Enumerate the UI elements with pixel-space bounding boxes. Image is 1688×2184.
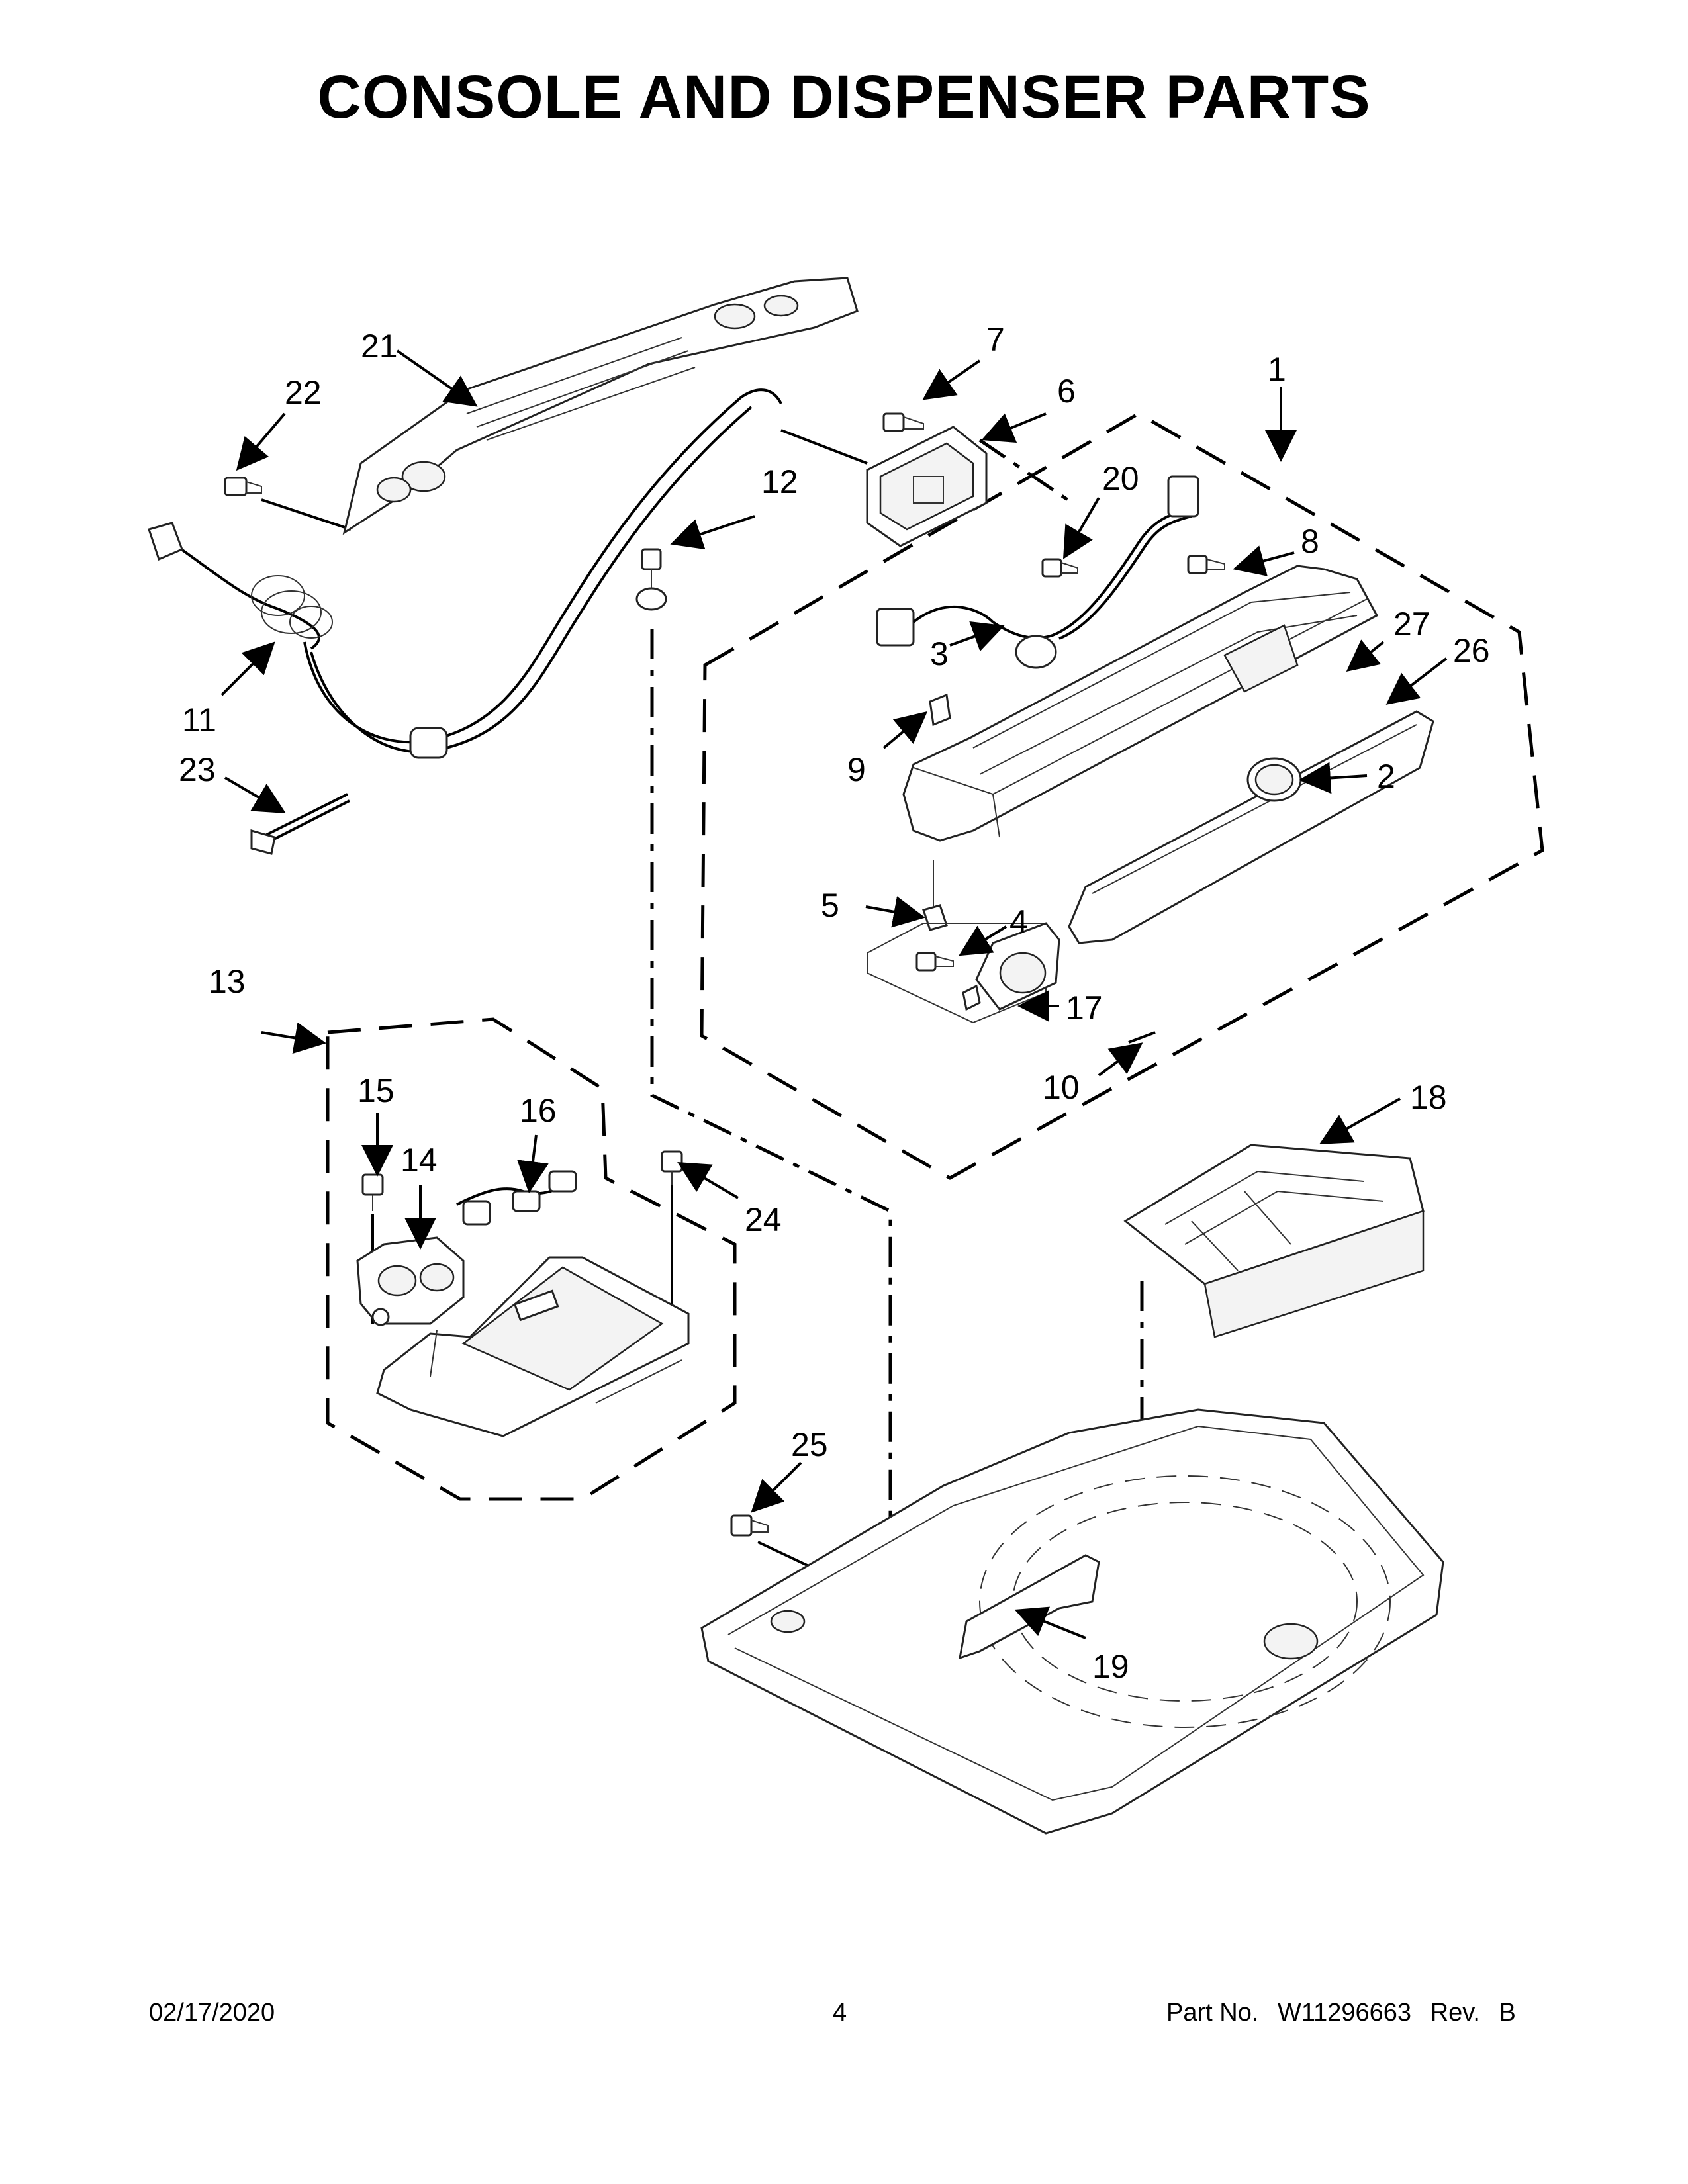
callout-3: 3 — [930, 635, 949, 672]
callout-20: 20 — [1102, 460, 1139, 497]
part-4-screw — [915, 952, 954, 972]
callout-23: 23 — [179, 751, 216, 788]
guide-line-6 — [978, 438, 1074, 505]
callout-labels: 1 2 3 4 5 6 7 8 9 10 11 12 13 14 15 16 1… — [179, 321, 1490, 1685]
callout-6: 6 — [1057, 373, 1076, 410]
callout-14: 14 — [400, 1142, 438, 1179]
footer-page-number: 4 — [833, 1999, 847, 2026]
callout-7: 7 — [986, 321, 1005, 358]
washer-top-frame — [700, 1408, 1444, 1835]
callout-1: 1 — [1268, 351, 1286, 388]
guide-line-21 — [780, 429, 868, 465]
part-21-rear-panel — [342, 277, 859, 535]
callout-21: 21 — [361, 328, 398, 365]
part-17-speaker — [962, 922, 1060, 1011]
callout-22: 22 — [285, 374, 322, 411]
part-label: Part No. — [1166, 1999, 1259, 2026]
page-title: CONSOLE AND DISPENSER PARTS — [317, 64, 1371, 131]
part-2-knob — [1246, 757, 1302, 802]
footer-date: 02/17/2020 — [149, 1999, 275, 2026]
callout-15: 15 — [357, 1072, 395, 1109]
callout-2: 2 — [1377, 758, 1395, 795]
part-25-screw — [730, 1514, 769, 1537]
part-16-harness — [456, 1170, 577, 1226]
guide-line-25 — [757, 1541, 815, 1570]
part-23-cable-tie — [250, 793, 350, 855]
callout-26: 26 — [1453, 632, 1490, 669]
leader-arrows — [220, 349, 1448, 1639]
valve-bracket — [376, 1256, 690, 1437]
valve-assembly-boundary — [326, 1017, 737, 1501]
console-assembly-boundary — [700, 412, 1544, 1180]
part-11-wire-harness — [148, 388, 782, 759]
rev-label: Rev. — [1430, 1999, 1480, 2026]
callout-13: 13 — [209, 963, 246, 1000]
part-9-clip — [929, 693, 951, 727]
callout-16: 16 — [520, 1092, 557, 1129]
callout-8: 8 — [1301, 523, 1319, 560]
callout-25: 25 — [791, 1426, 828, 1463]
part-number: W11296663 — [1277, 1999, 1412, 2026]
part-10-strip — [1128, 1031, 1156, 1044]
part-7-screw — [882, 412, 924, 432]
part-8-screw — [1187, 555, 1225, 574]
part-3-harness — [876, 475, 1199, 669]
callout-11: 11 — [182, 702, 216, 739]
part-14-water-valve — [356, 1236, 465, 1326]
part-6-control-board — [866, 426, 988, 547]
footer-part-number: Part No. W11296663 Rev. B — [1166, 1999, 1528, 2027]
callout-17: 17 — [1066, 989, 1103, 1026]
callout-27: 27 — [1393, 606, 1430, 643]
part-19-bracket — [959, 1554, 1100, 1660]
callout-24: 24 — [745, 1201, 782, 1238]
callout-4: 4 — [1009, 903, 1028, 940]
rev-value: B — [1499, 1999, 1516, 2026]
callout-10: 10 — [1043, 1069, 1080, 1106]
guide-line-12 — [650, 629, 892, 1615]
part-15-screw — [361, 1173, 384, 1211]
callout-19: 19 — [1092, 1648, 1129, 1685]
part-18-dispenser — [1123, 1144, 1425, 1338]
part-12-ground-screw — [635, 548, 667, 611]
callout-12: 12 — [761, 463, 798, 500]
callout-18: 18 — [1410, 1079, 1447, 1116]
part-26-console-overlay — [1068, 710, 1434, 944]
part-24-screw — [661, 1150, 683, 1185]
callout-5: 5 — [821, 887, 839, 924]
part-22-screw — [224, 477, 262, 496]
part-20-screw — [1041, 558, 1078, 578]
guide-line-22 — [261, 498, 352, 531]
part-27-console-housing — [902, 565, 1379, 842]
part-5-clip — [922, 860, 948, 931]
callout-9: 9 — [847, 751, 866, 788]
